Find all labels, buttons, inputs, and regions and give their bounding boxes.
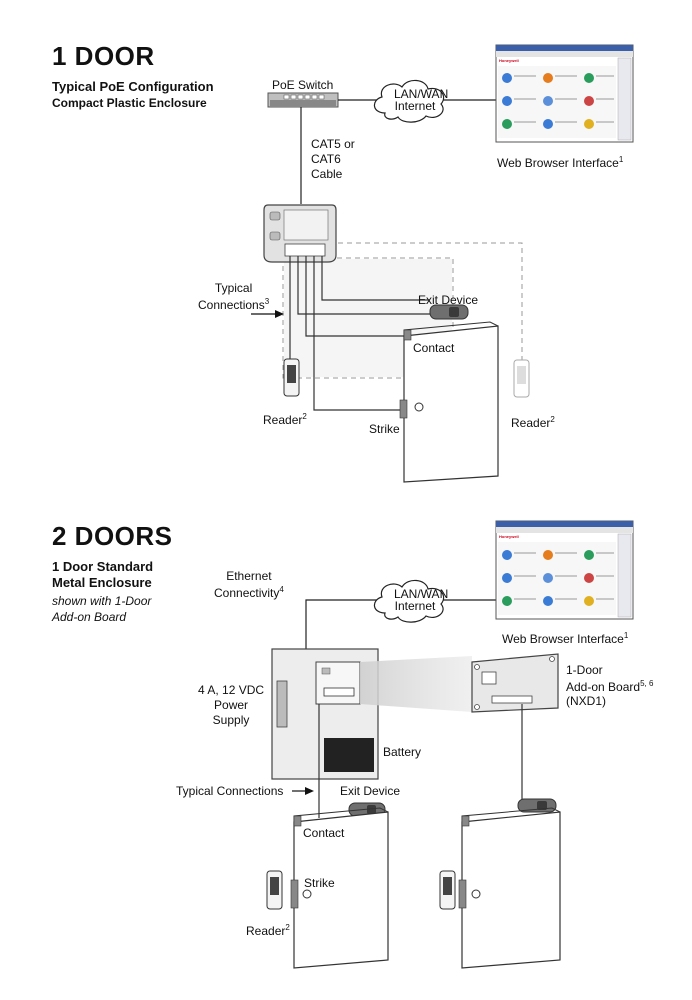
strike-label: Strike	[369, 422, 400, 436]
ethernet-line	[305, 599, 378, 649]
battery-label: Battery	[383, 745, 422, 759]
web-browser-text: Web Browser Interface	[502, 632, 624, 646]
cloud-label: LAN/WAN Internet	[394, 87, 449, 113]
poe-switch-icon	[267, 92, 339, 108]
typical-label-line1: Typical	[214, 281, 253, 295]
door-icon	[290, 807, 389, 969]
poe-switch-label: PoE Switch	[272, 78, 334, 92]
section1-subtitle2: Compact Plastic Enclosure	[52, 96, 207, 110]
footnote-sup: 2	[285, 923, 290, 932]
reader-label-text: Reader	[511, 416, 551, 430]
reader-ghost-icon	[513, 359, 530, 398]
cable-label-line3: Cable	[311, 167, 343, 181]
footnote-sup: 1	[623, 631, 629, 640]
compact-controller-icon	[263, 204, 337, 263]
reader-icon	[439, 870, 456, 910]
zoom-beam	[360, 656, 472, 712]
typical-connections-arrow	[251, 310, 284, 318]
footnote-sup: 1	[618, 155, 624, 164]
footnote-sup: 3	[264, 297, 270, 306]
power-label-line2: Power	[214, 698, 249, 712]
addon-label-line1: 1-Door	[566, 663, 603, 677]
reader-icon	[283, 358, 300, 397]
cloud-icon	[373, 79, 445, 123]
reader-label: Reader2	[511, 413, 555, 430]
section2-subtitle1: 1 Door Standard	[52, 559, 154, 574]
web-browser-text: Web Browser Interface	[497, 156, 619, 170]
cloud-label-line2: Internet	[394, 99, 436, 113]
section1-title: 1 DOOR	[52, 41, 155, 71]
footnote-sup: 5, 6	[640, 679, 654, 688]
cable-label-line1: CAT5 or	[311, 137, 355, 151]
cable-label: CAT5 or CAT6 Cable	[311, 137, 355, 182]
wiring-lines	[318, 704, 523, 818]
section2-subtitle2: Metal Enclosure	[52, 575, 152, 590]
power-label-line1: 4 A, 12 VDC	[198, 683, 265, 697]
reader-icon	[266, 870, 283, 910]
section2-title: 2 DOORS	[52, 521, 173, 551]
web-browser-label: Web Browser Interface1	[497, 153, 623, 170]
section2-italic1: shown with 1-Door	[52, 594, 152, 608]
browser-brand: Honeywell	[499, 58, 519, 63]
exit-device-label: Exit Device	[418, 293, 479, 307]
cable-label-line2: CAT6	[311, 152, 341, 166]
typical-connections-label: Typical Connections	[176, 784, 284, 798]
reader-label-text: Reader	[263, 413, 303, 427]
exit-device-label: Exit Device	[340, 784, 401, 798]
power-supply-label: 4 A, 12 VDC Power Supply	[198, 683, 264, 728]
cloud-icon	[373, 579, 445, 623]
section1-subtitle1: Typical PoE Configuration	[52, 79, 214, 94]
reader-label: Reader2	[263, 410, 307, 427]
web-browser-label: Web Browser Interface1	[502, 629, 628, 646]
addon-label-line2: Add-on Board	[566, 680, 641, 694]
browser-brand: Honeywell	[499, 534, 519, 539]
reader-label: Reader2	[246, 921, 290, 938]
reader-label-text: Reader	[246, 924, 286, 938]
typical-connections-label: Typical Connections3	[198, 281, 269, 312]
ethernet-label: Ethernet Connectivity4	[214, 569, 284, 600]
ethernet-label-line1: Ethernet	[226, 569, 272, 583]
typical-connections-arrow	[292, 787, 314, 795]
typical-label-line2: Connections	[198, 298, 265, 312]
addon-board-icon	[471, 653, 559, 713]
footnote-sup: 4	[279, 585, 284, 594]
exit-device-icon	[429, 304, 469, 320]
browser-window-icon	[495, 44, 634, 143]
door-icon	[458, 807, 561, 969]
cloud-label-line2: Internet	[394, 599, 436, 613]
door-icon	[399, 321, 499, 483]
footnote-sup: 2	[550, 415, 555, 424]
section2-italic2: Add-on Board	[52, 610, 127, 624]
wiring-lines	[289, 256, 430, 411]
power-label-line3: Supply	[212, 713, 250, 727]
browser-window-icon	[495, 520, 634, 620]
cloud-label: LAN/WAN Internet	[394, 587, 449, 613]
contact-label: Contact	[413, 341, 455, 355]
strike-label: Strike	[304, 876, 335, 890]
addon-label-line3: (NXD1)	[566, 694, 607, 708]
addon-board-label: 1-Door Add-on Board5, 6 (NXD1)	[566, 663, 653, 708]
cloud-label-line1: LAN/WAN	[394, 587, 449, 601]
footnote-sup: 2	[302, 412, 307, 421]
contact-label: Contact	[303, 826, 345, 840]
cloud-label-line1: LAN/WAN	[394, 87, 449, 101]
ethernet-label-line2: Connectivity	[214, 586, 280, 600]
metal-enclosure-icon	[271, 648, 379, 780]
